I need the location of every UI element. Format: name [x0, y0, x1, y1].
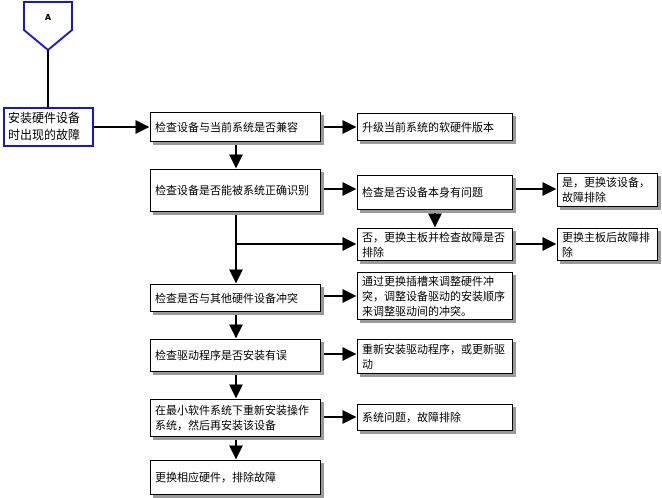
step-minimal-system-text: 在最小软件系统下重新安装操作系统，然后再安装该设备	[155, 404, 309, 432]
result-mainboard-fixed: 更换主板后故障排除	[557, 228, 658, 261]
step-replace-hardware-text: 更换相应硬件，排除故障	[155, 471, 276, 484]
step-replace-mainboard-text: 否，更换主板并检查故障是否排除	[362, 230, 505, 259]
step-check-conflict-text: 检查是否与其他硬件设备冲突	[155, 291, 298, 305]
result-resolve-conflict-text: 通过更换插槽来调整硬件冲突，调整设备驱动的安装顺序来调整驱动间的冲突。	[362, 274, 505, 318]
step-check-recognition-text: 检查设备是否能被系统正确识别	[155, 184, 309, 197]
result-resolve-conflict: 通过更换插槽来调整硬件冲突，调整设备驱动的安装顺序来调整驱动间的冲突。	[357, 272, 513, 320]
step-check-driver-text: 检查驱动程序是否安装有误	[155, 349, 287, 362]
step-replace-hardware: 更换相应硬件，排除故障	[150, 460, 321, 495]
result-system-issue-text: 系统问题，故障排除	[362, 411, 461, 424]
result-replace-device: 是，更换该设备，故障排除	[557, 173, 658, 207]
result-system-issue: 系统问题，故障排除	[357, 404, 513, 431]
result-replace-device-text: 是，更换该设备，故障排除	[562, 176, 650, 204]
result-upgrade-versions-text: 升级当前系统的软硬件版本	[362, 120, 494, 134]
step-check-compatibility: 检查设备与当前系统是否兼容	[150, 112, 321, 142]
result-reinstall-driver-text: 重新安装驱动程序，或更新驱动	[362, 342, 505, 371]
step-check-driver: 检查驱动程序是否安装有误	[150, 339, 321, 372]
connector-label: A	[44, 13, 52, 22]
step-check-device-itself-text: 检查是否设备本身有问题	[362, 186, 483, 199]
result-upgrade-versions: 升级当前系统的软硬件版本	[357, 113, 513, 141]
step-check-recognition: 检查设备是否能被系统正确识别	[150, 169, 321, 212]
step-check-device-itself: 检查是否设备本身有问题	[357, 175, 513, 210]
step-check-conflict: 检查是否与其他硬件设备冲突	[150, 284, 321, 312]
result-reinstall-driver: 重新安装驱动程序，或更新驱动	[357, 339, 513, 374]
start-node: 安装硬件设备时出现的故障	[3, 107, 94, 147]
offpage-connector-shape	[23, 1, 73, 52]
start-node-text: 安装硬件设备时出现的故障	[8, 111, 81, 142]
step-minimal-system: 在最小软件系统下重新安装操作系统，然后再安装该设备	[150, 399, 321, 437]
step-replace-mainboard: 否，更换主板并检查故障是否排除	[357, 228, 513, 261]
result-mainboard-fixed-text: 更换主板后故障排除	[562, 230, 650, 259]
step-check-compatibility-text: 检查设备与当前系统是否兼容	[155, 120, 298, 134]
